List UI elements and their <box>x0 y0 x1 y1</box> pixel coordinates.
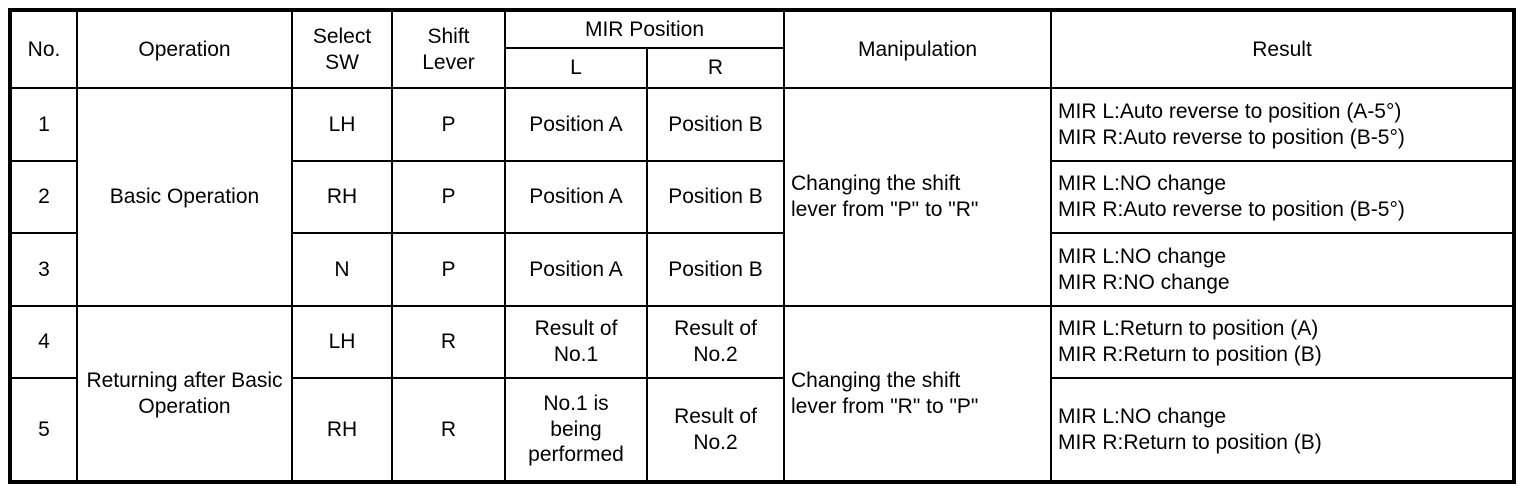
header-operation: Operation <box>76 9 293 89</box>
result-1-line-l: MIR L:Auto reverse to position (A-5°) <box>1058 99 1402 123</box>
result-3-line-l: MIR L:NO change <box>1058 244 1227 268</box>
header-row-sub: L R <box>10 47 1514 89</box>
result-2-line-r: MIR R:Auto reverse to position (B-5°) <box>1058 198 1405 221</box>
header-shift-lever: Shift Lever <box>391 9 506 89</box>
cell-mir-l-5-text: No.1 is being performed <box>528 392 624 467</box>
cell-shift-lever-5: R <box>391 377 506 483</box>
result-5-line-r: MIR R:Return to position (B) <box>1058 430 1322 454</box>
cell-no-1: 1 <box>9 87 78 162</box>
cell-select-sw-2: RH <box>291 160 393 234</box>
cell-manipulation-p-to-r: Changing the shift lever from "P" to "R" <box>783 87 1053 307</box>
cell-mir-l-1: Position A <box>504 87 648 162</box>
cell-mir-l-4: Result of No.1 <box>504 305 648 379</box>
cell-no-3: 3 <box>9 232 78 307</box>
cell-mir-l-5: No.1 is being performed <box>504 377 648 483</box>
cell-shift-lever-3: P <box>391 232 506 307</box>
result-1-line-r: MIR R:Auto reverse to position (B-5°) <box>1058 125 1405 149</box>
table-row-4: 4 Returning after Basic Operation LH R R… <box>9 305 1516 483</box>
cell-select-sw-5: RH <box>291 377 393 483</box>
cell-select-sw-4: LH <box>291 305 393 379</box>
cell-mir-r-2: Position B <box>645 160 786 234</box>
cell-manipulation-r-to-p: Changing the shift lever from "R" to "P" <box>783 305 1053 483</box>
cell-result-1: MIR L:Auto reverse to position (A-5°) MI… <box>1050 87 1516 162</box>
cell-mir-r-4: Result of No.2 <box>645 305 786 379</box>
header-no: No. <box>9 9 78 89</box>
cell-result-4: MIR L:Return to position (A) MIR R:Retur… <box>1050 305 1516 379</box>
cell-operation-returning: Returning after Basic Operation <box>76 305 293 483</box>
cell-no-5: 5 <box>9 377 78 483</box>
header-select-sw-label: Select SW <box>312 24 372 74</box>
cell-mir-l-2: Position A <box>504 160 648 234</box>
cell-result-2: MIR L:NO change MIR R:Auto reverse to po… <box>1050 160 1516 234</box>
header-mir-l: L <box>504 47 648 89</box>
cell-operation-basic: Basic Operation <box>76 87 293 307</box>
mir-operation-table: No. Operation Select SW Shift Lever MIR … <box>8 8 1517 484</box>
cell-mir-r-1: Position B <box>645 87 786 162</box>
manipulation-p-to-r-text: Changing the shift lever from "P" to "R" <box>791 172 979 221</box>
header-select-sw: Select SW <box>291 9 393 89</box>
cell-mir-r-3: Position B <box>645 232 786 307</box>
result-5-line-l: MIR L:NO change <box>1058 404 1227 428</box>
result-4-line-r: MIR R:Return to position (B) <box>1058 343 1322 366</box>
cell-mir-r-5: Result of No.2 <box>645 377 786 483</box>
header-manipulation: Manipulation <box>783 9 1053 89</box>
cell-no-4: 4 <box>9 305 78 379</box>
cell-result-3: MIR L:NO change MIR R:NO change <box>1050 232 1516 307</box>
header-shift-lever-label: Shift Lever <box>422 24 475 74</box>
table-row-2: 2 RH P Position A Position B MIR L:NO ch… <box>9 160 1516 234</box>
header-mir-position: MIR Position <box>503 9 786 49</box>
header-mir-r: R <box>645 47 786 89</box>
result-2-line-l: MIR L:NO change <box>1058 172 1227 196</box>
cell-shift-lever-1: P <box>391 87 506 162</box>
result-3-line-r: MIR R:NO change <box>1058 270 1230 294</box>
table-row-5: 5 RH R No.1 is being performed Result of… <box>9 377 1516 483</box>
header-row-top: No. Operation Select SW Shift Lever MIR … <box>9 9 1516 89</box>
table-row-3: 3 N P Position A Position B MIR L:NO cha… <box>9 232 1516 307</box>
cell-mir-l-3: Position A <box>504 232 648 307</box>
table-row-1: 1 Basic Operation LH P Position A Positi… <box>9 87 1516 307</box>
cell-select-sw-1: LH <box>291 87 393 162</box>
cell-shift-lever-4: R <box>391 305 506 379</box>
manipulation-r-to-p-text: Changing the shift lever from "R" to "P" <box>791 368 979 418</box>
cell-no-2: 2 <box>9 160 78 234</box>
cell-result-5: MIR L:NO change MIR R:Return to position… <box>1050 377 1516 483</box>
cell-shift-lever-2: P <box>391 160 506 234</box>
result-4-line-l: MIR L:Return to position (A) <box>1058 317 1319 341</box>
cell-select-sw-3: N <box>291 232 393 307</box>
header-result: Result <box>1050 9 1516 89</box>
